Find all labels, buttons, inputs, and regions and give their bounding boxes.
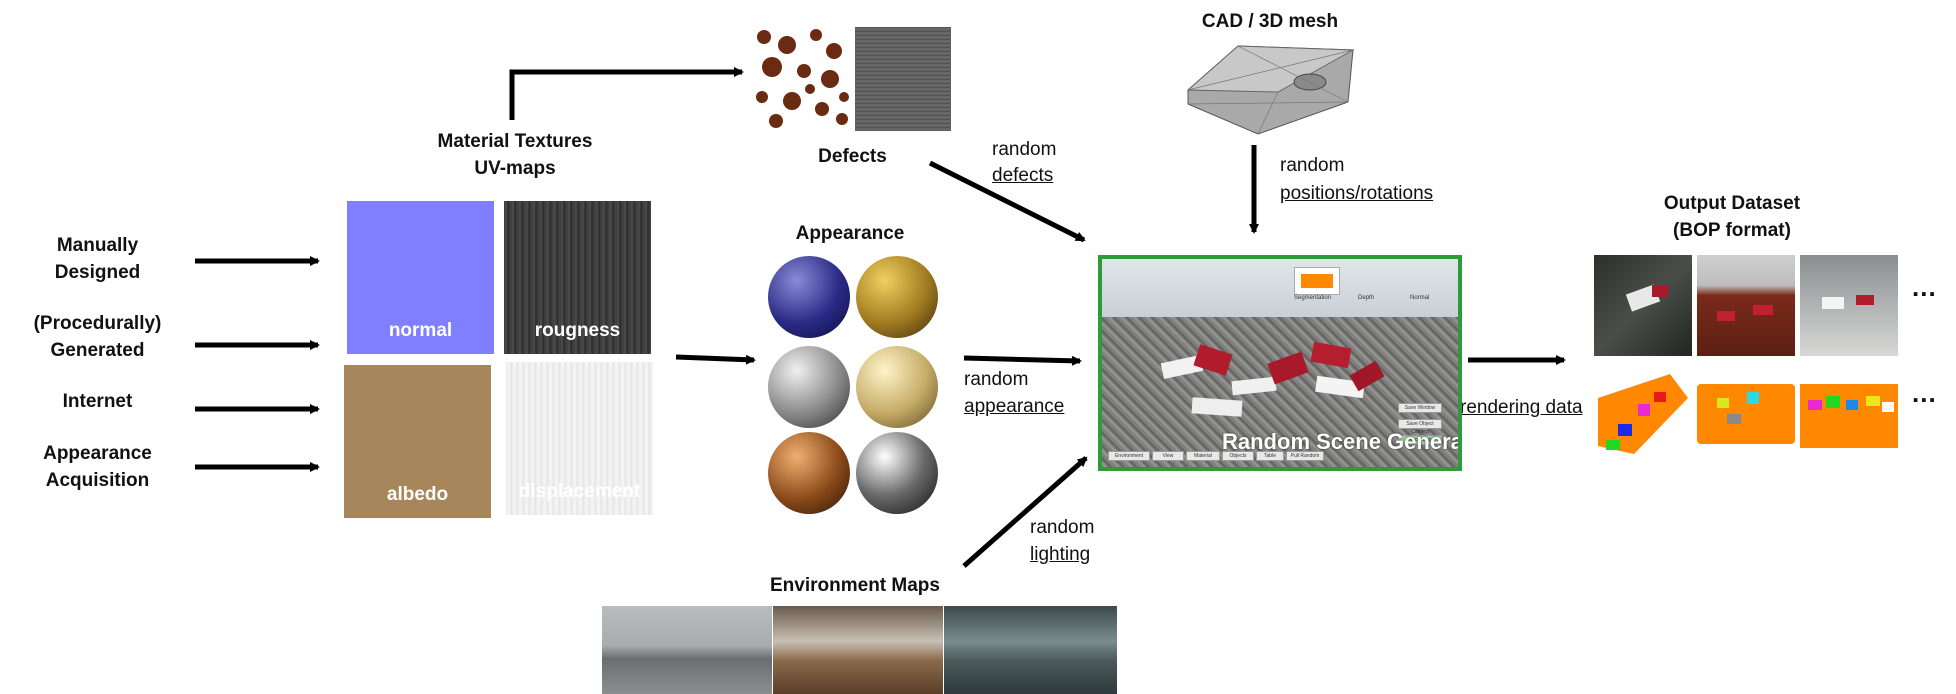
normal-map-tile: normal (347, 201, 494, 354)
output-ellipsis-top: ... (1912, 272, 1937, 302)
roughness-map-caption: rougness (534, 320, 621, 341)
defects-title: Defects (818, 146, 887, 167)
seg-object (1606, 440, 1620, 450)
seg-mask (1697, 384, 1795, 444)
panel-label-depth: Depth (1358, 295, 1375, 301)
env-map-warehouse (944, 606, 1117, 694)
scene-generator-title: Random Scene Generator (1222, 429, 1462, 454)
random-lighting-label-1: random (1030, 517, 1095, 538)
random-appearance-label-2: appearance (964, 396, 1065, 417)
view-button[interactable]: View (1152, 451, 1184, 461)
output-ellipsis-bottom: ... (1912, 378, 1937, 408)
output-title: Output Dataset (BOP format) (1663, 193, 1801, 241)
rust-spots (756, 29, 849, 128)
source-acquisition-label: Appearance Acquisition (43, 443, 152, 491)
seg-object (1727, 414, 1741, 424)
scene-generator-window: Segmentation Depth Normal Save Window Sa… (1098, 255, 1462, 471)
random-positions-label-1: random (1280, 155, 1345, 176)
panel-label-segmentation: Segmentation (1294, 295, 1332, 301)
env-map-outdoor (602, 606, 772, 694)
sphere-copper (768, 432, 850, 514)
material-button[interactable]: Material (1186, 451, 1220, 461)
recording-button[interactable]: Recording (1398, 435, 1442, 445)
seg-object (1747, 392, 1759, 404)
output-seg-thumb-1 (1594, 370, 1692, 456)
output-rgb-thumb-1 (1594, 255, 1692, 356)
environment-button[interactable]: Environment (1108, 451, 1150, 461)
env-map-hall (773, 606, 943, 694)
sphere-brass (856, 346, 938, 428)
seg-object (1808, 400, 1822, 410)
textures-title: Material Textures UV-maps (437, 131, 593, 179)
segmentation-preview (1294, 267, 1340, 295)
sphere-steel (768, 346, 850, 428)
sphere-blue (768, 256, 850, 338)
segmentation-preview-fill (1301, 274, 1333, 288)
sphere-chrome (856, 432, 938, 514)
arrow-lighting-to-generator (962, 456, 1088, 568)
save-window-button[interactable]: Save Window (1398, 403, 1442, 413)
arrow-appearance-to-generator (963, 355, 1082, 366)
random-appearance-label-1: random (964, 369, 1029, 390)
plate (1822, 297, 1844, 309)
random-defects-label-2: defects (992, 165, 1054, 186)
seg-object (1717, 398, 1729, 408)
arrow-to-defects (509, 67, 744, 120)
objects-button[interactable]: Objects (1222, 451, 1254, 461)
defect-rust-tile (752, 27, 852, 131)
save-object-camera-button[interactable]: Save Object Camera (1398, 419, 1442, 435)
panel-label-normal: Normal (1410, 295, 1430, 301)
source-internet-label: Internet (62, 391, 133, 412)
seg-mask (1800, 384, 1898, 448)
sphere-gold-rust (856, 256, 938, 338)
roughness-map-tile: rougness (504, 201, 651, 354)
seg-object (1638, 404, 1650, 416)
seg-object (1882, 402, 1894, 412)
normal-map-caption: normal (388, 320, 453, 341)
plate (1191, 397, 1243, 417)
source-manual-label: Manually Designed (54, 235, 141, 283)
output-rgb-thumb-3 (1800, 255, 1898, 356)
seg-object (1654, 392, 1666, 402)
seg-object (1866, 396, 1880, 406)
red-part (1753, 305, 1773, 315)
appearance-title: Appearance (795, 223, 905, 244)
output-rgb-thumb-2 (1697, 255, 1795, 356)
rendering-data-label: rendering data (1460, 397, 1583, 418)
arrow-defects-to-generator (928, 160, 1086, 243)
cad-mesh-icon (1186, 45, 1355, 135)
arrow-textures-to-appearance (675, 354, 756, 365)
seg-object (1846, 400, 1858, 410)
seg-object (1826, 396, 1840, 408)
pull-random-button[interactable]: Pull Random (1286, 451, 1324, 461)
source-procedural-label: (Procedurally) Generated (33, 313, 162, 361)
red-part (1856, 295, 1874, 305)
cad-title: CAD / 3D mesh (1201, 11, 1339, 32)
output-seg-thumb-2 (1697, 380, 1795, 456)
defect-scratch-tile (855, 27, 951, 131)
random-defects-label-1: random (992, 139, 1057, 160)
seg-object (1618, 424, 1632, 436)
random-positions-label-2: positions/rotations (1280, 183, 1434, 204)
environment-title: Environment Maps (770, 575, 940, 596)
random-lighting-label-2: lighting (1030, 544, 1091, 565)
red-part (1652, 285, 1668, 297)
table-button[interactable]: Table (1256, 451, 1284, 461)
albedo-map-tile: albedo (344, 365, 491, 518)
red-part (1717, 311, 1735, 321)
albedo-map-caption: albedo (386, 484, 449, 505)
displacement-map-caption: displacement (518, 481, 641, 502)
output-seg-thumb-3 (1800, 380, 1898, 456)
displacement-map-tile: displacement (506, 362, 653, 515)
